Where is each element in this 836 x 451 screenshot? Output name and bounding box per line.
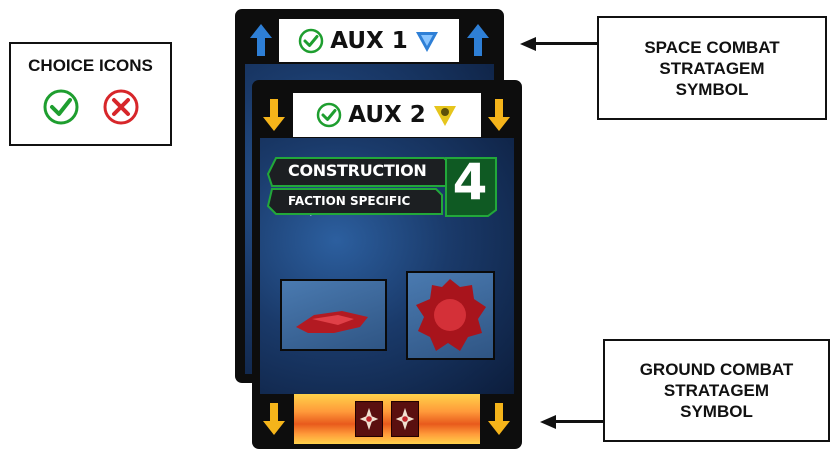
blue-triangle-icon (415, 31, 438, 52)
ground-callout-line-2: STRATAGEM (663, 381, 770, 400)
space-combat-callout: SPACE COMBAT STRATAGEM SYMBOL (597, 16, 827, 120)
ground-combat-callout: GROUND COMBAT STRATAGEM SYMBOL (603, 339, 830, 442)
choice-icons-callout: CHOICE ICONS (9, 42, 172, 146)
arrow-up-icon (467, 24, 489, 56)
arrow-down-icon (263, 403, 285, 435)
ground-callout-line-3: SYMBOL (680, 402, 753, 421)
check-circle-icon (43, 89, 78, 125)
choice-icons-title: CHOICE ICONS (28, 56, 153, 75)
arrow-up-icon (250, 24, 272, 56)
aux-2-card: AUX 2 CONSTRUCTION FACTION SPECIFIC 4 (252, 80, 522, 449)
choice-icons-row (11, 88, 170, 126)
x-circle-icon (103, 89, 138, 125)
space-callout-line-3: SYMBOL (675, 79, 749, 99)
ground-stratagem-icon (391, 401, 419, 437)
arrow-down-icon (488, 403, 510, 435)
check-circle-icon (298, 28, 324, 53)
ground-stratagem-icon (355, 401, 383, 437)
card-header: AUX 2 (293, 93, 481, 137)
card-title: AUX 2 (348, 102, 426, 128)
yellow-triangle-icon (433, 106, 456, 126)
arrow-down-icon (488, 99, 510, 131)
card-cost: 4 (452, 153, 488, 211)
space-callout-arrow-line (530, 42, 597, 45)
card-header: AUX 1 (279, 19, 459, 62)
arrow-down-icon (263, 99, 285, 131)
card-type-label: CONSTRUCTION (288, 161, 427, 180)
card-subtype-label: FACTION SPECIFIC (288, 194, 411, 208)
card-title: AUX 1 (330, 27, 408, 54)
red-ground-unit-image (406, 271, 495, 360)
ground-stratagem-bar (294, 394, 480, 444)
card-type-plate (266, 157, 497, 217)
ground-callout-line-1: GROUND COMBAT (639, 360, 794, 379)
ground-callout-arrow-head (540, 415, 556, 429)
ground-callout-arrow-line (552, 420, 603, 423)
red-starship-image (280, 279, 387, 351)
space-callout-arrow-head (520, 37, 536, 51)
space-callout-line-2: STRATAGEM (659, 58, 765, 78)
check-circle-icon (316, 102, 342, 128)
space-callout-line-1: SPACE COMBAT (644, 37, 780, 57)
